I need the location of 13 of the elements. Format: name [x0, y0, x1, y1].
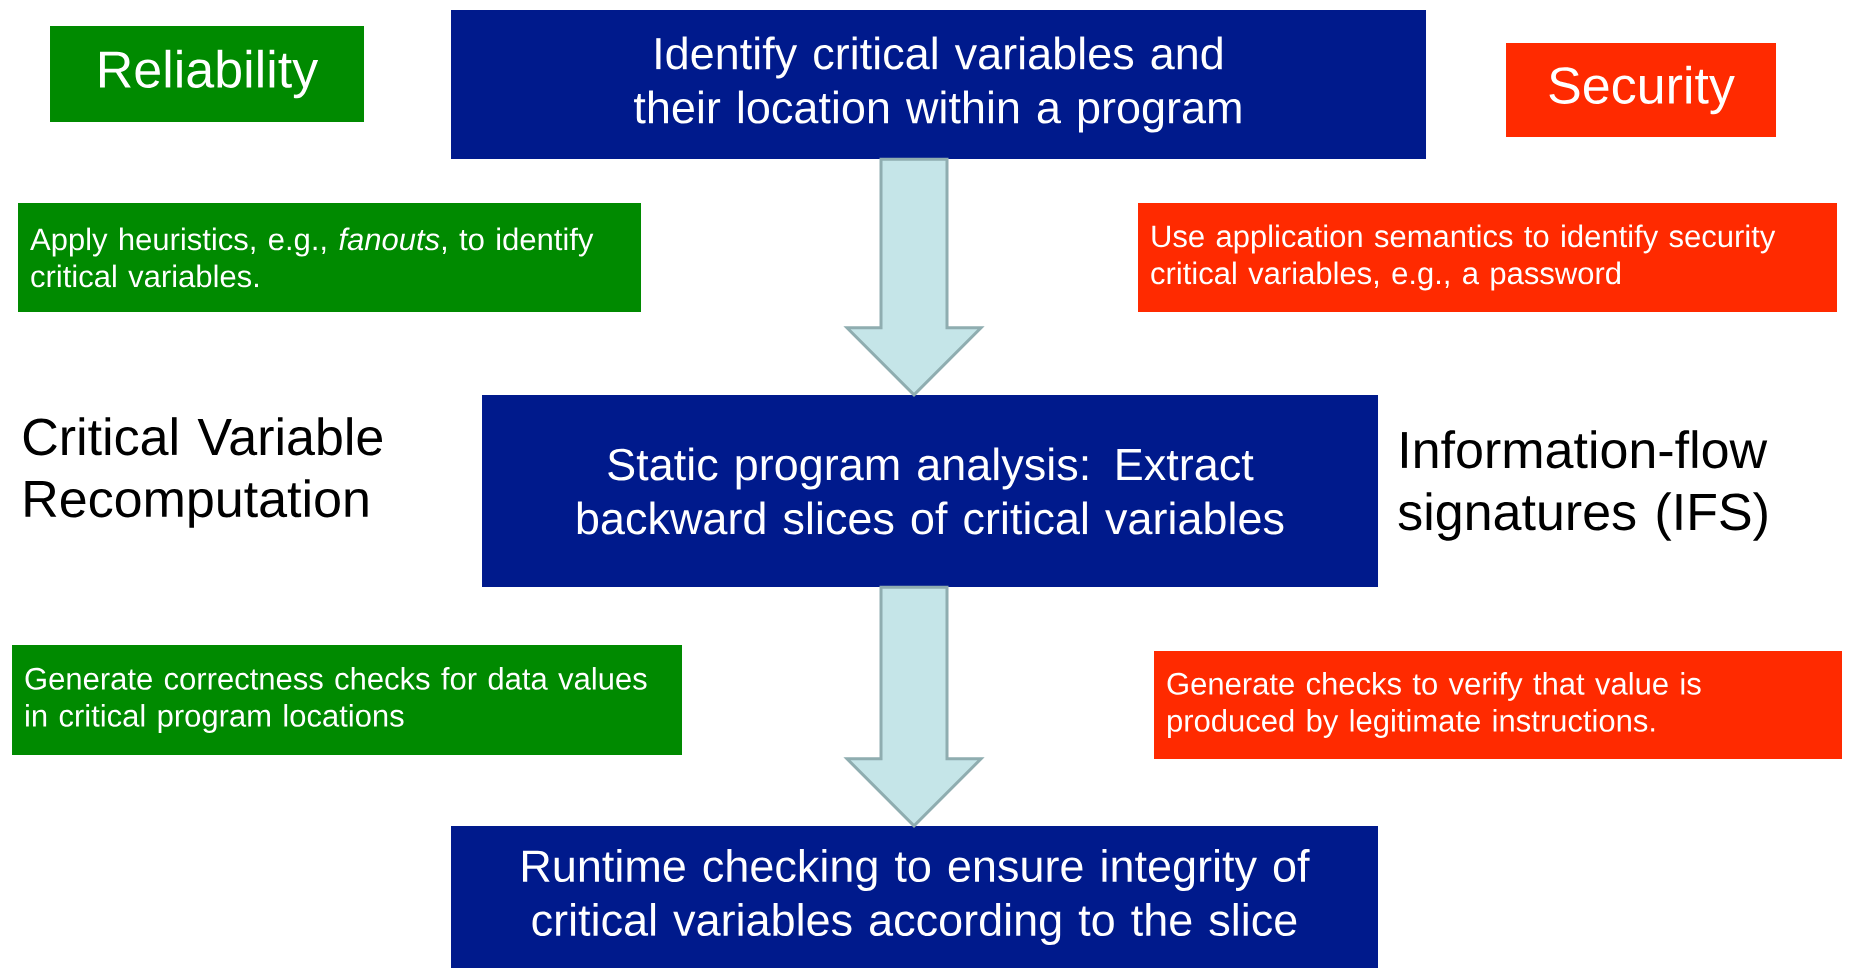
- side-heading: Critical Variable Recomputation: [23, 417, 382, 528]
- side-heading: Information-flow signatures (IFS): [1398, 430, 1768, 541]
- note-box: Apply heuristics, e.g., fanouts, to identify critical variables.: [18, 203, 641, 312]
- note-box: Generate correctness checks for data values in critical program locations: [12, 645, 682, 755]
- note-box: Use application semantics to identify security critical variables, e.g., a password: [1138, 203, 1837, 312]
- block-arrow: [843, 585, 985, 828]
- process-box: Static program analysis: Extract backward slices of critical variables: [482, 395, 1378, 587]
- note-box: Generate checks to verify that value is produced by legitimate instructions.: [1154, 651, 1842, 759]
- heading-box: Security: [1506, 43, 1776, 137]
- process-box: Runtime checking to ensure integrity of critical variables according to the slice: [451, 826, 1378, 968]
- block-arrow: [843, 157, 985, 397]
- heading-box: Reliability: [50, 26, 364, 122]
- process-box: Identify critical variables and their location within a program: [451, 10, 1426, 159]
